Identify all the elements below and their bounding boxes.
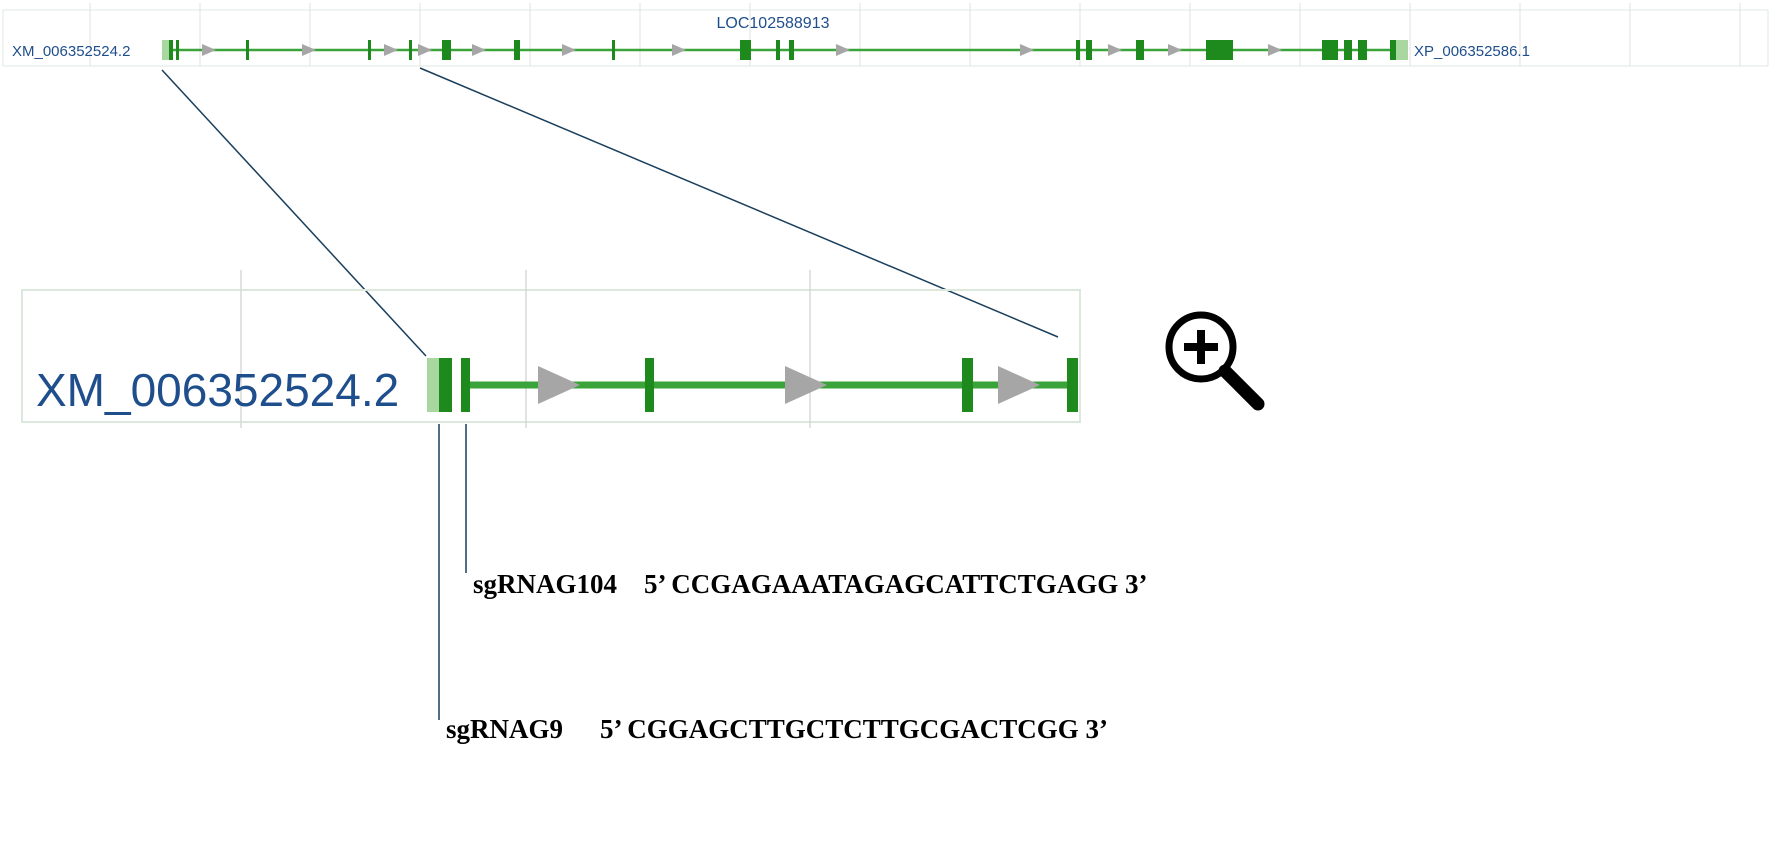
direction-arrow bbox=[538, 366, 580, 404]
exon bbox=[1076, 40, 1080, 60]
exon bbox=[1344, 40, 1352, 60]
zoom-connector-lines bbox=[161, 67, 1059, 357]
zoom-connector-left bbox=[161, 69, 427, 357]
direction-arrow bbox=[202, 44, 216, 56]
exon bbox=[442, 40, 451, 60]
exon bbox=[169, 40, 173, 60]
zoom-direction-arrows bbox=[538, 366, 1040, 404]
exon bbox=[1136, 40, 1144, 60]
direction-arrow bbox=[785, 366, 827, 404]
exon bbox=[1358, 40, 1367, 60]
direction-arrow bbox=[672, 44, 686, 56]
exon-sgrna-g104-target bbox=[461, 358, 470, 412]
exon bbox=[962, 358, 973, 412]
zoom-grid bbox=[240, 270, 811, 428]
direction-arrow bbox=[1168, 44, 1182, 56]
direction-arrow bbox=[562, 44, 576, 56]
exon bbox=[789, 40, 794, 60]
direction-arrow bbox=[836, 44, 850, 56]
exon bbox=[776, 40, 780, 60]
exon-sgrna-g9-target bbox=[439, 358, 452, 412]
zoom-connector-right bbox=[419, 67, 1059, 338]
overview-utr-5prime bbox=[162, 40, 170, 60]
direction-arrow bbox=[472, 44, 486, 56]
transcript-id-label[interactable]: XM_006352524.2 bbox=[12, 43, 130, 60]
protein-id-label[interactable]: XP_006352586.1 bbox=[1414, 43, 1530, 60]
direction-arrow bbox=[418, 44, 432, 56]
zoom-transcript-id-label[interactable]: XM_006352524.2 bbox=[36, 364, 399, 416]
overview-utr-3prime bbox=[1396, 40, 1408, 60]
sgrna-g9-sequence: 5’ CGGAGCTTGCTCTTGCGACTCGG 3’ bbox=[600, 714, 1108, 744]
overview-track: LOC102588913 XM_006352524.2 XP_006352586… bbox=[2, 3, 1769, 67]
sgrna-g104-label: sgRNAG104 5’ CCGAGAAATAGAGCATTCTGAGG 3’ bbox=[473, 569, 1148, 599]
sgrna-g9-label: sgRNAG9 5’ CGGAGCTTGCTCTTGCGACTCGG 3’ bbox=[446, 714, 1108, 744]
direction-arrow bbox=[1108, 44, 1122, 56]
direction-arrow bbox=[384, 44, 398, 56]
exon bbox=[612, 40, 615, 60]
zoom-exons bbox=[439, 358, 1078, 412]
overview-track-frame bbox=[2, 9, 1769, 67]
direction-arrow bbox=[998, 366, 1040, 404]
direction-arrow bbox=[1020, 44, 1034, 56]
zoom-track: XM_006352524.2 bbox=[21, 270, 1081, 428]
exon bbox=[1390, 40, 1396, 60]
zoom-track-frame bbox=[21, 289, 1081, 423]
exon bbox=[368, 40, 371, 60]
gene-name-label: LOC102588913 bbox=[717, 15, 830, 32]
exon bbox=[514, 40, 520, 60]
exon bbox=[1067, 358, 1078, 412]
exon bbox=[409, 40, 412, 60]
sgrna-g9-name: sgRNAG9 bbox=[446, 714, 563, 744]
exon bbox=[1206, 40, 1233, 60]
exon bbox=[1086, 40, 1092, 60]
exon bbox=[246, 40, 249, 60]
exon bbox=[645, 358, 654, 412]
sgrna-g104-sequence: 5’ CCGAGAAATAGAGCATTCTGAGG 3’ bbox=[644, 569, 1148, 599]
exon bbox=[1322, 40, 1338, 60]
direction-arrow bbox=[1268, 44, 1282, 56]
overview-exons bbox=[169, 40, 1396, 60]
exon bbox=[740, 40, 751, 60]
sgrna-g104-name: sgRNAG104 bbox=[473, 569, 617, 599]
overview-direction-arrows bbox=[202, 44, 1282, 56]
zoom-utr-5prime bbox=[427, 358, 441, 412]
zoom-in-magnifier-icon bbox=[1165, 311, 1265, 411]
sgrna-pointer-lines bbox=[438, 424, 467, 720]
exon bbox=[176, 40, 179, 60]
direction-arrow bbox=[302, 44, 316, 56]
